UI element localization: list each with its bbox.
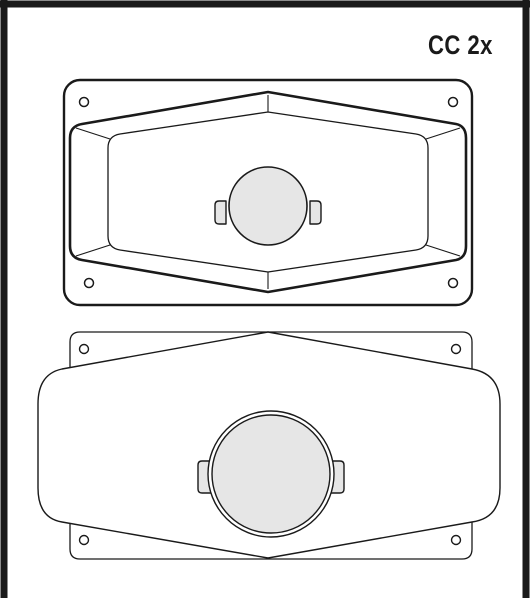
bottom-hole-tr [450, 343, 462, 355]
top-lens-tab-left [214, 200, 227, 225]
top-assembly-view [62, 78, 474, 307]
bottom-hole-tl [78, 343, 90, 355]
model-label: CC 2x [428, 30, 493, 60]
bottom-assembly-view [37, 331, 501, 560]
bottom-flange-bottom [69, 520, 473, 560]
bottom-hole-br [450, 534, 462, 546]
top-housing-inner [107, 111, 429, 273]
top-hole-br [447, 277, 459, 289]
top-speaker-cone [228, 166, 308, 246]
top-housing-outer [68, 90, 468, 294]
bottom-speaker-cone [211, 414, 331, 534]
top-housing-facets [75, 95, 461, 289]
top-hole-bl [83, 277, 95, 289]
top-hole-tl [78, 96, 90, 108]
bottom-hole-bl [78, 534, 90, 546]
top-hole-tr [447, 96, 459, 108]
top-lens-tab-right [309, 200, 322, 225]
top-mounting-plate [62, 78, 474, 307]
